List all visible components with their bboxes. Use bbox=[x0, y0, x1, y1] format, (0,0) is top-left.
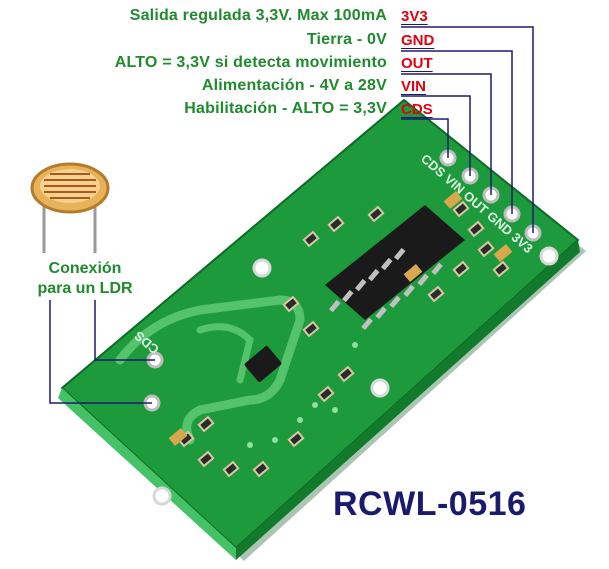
pin-desc-vin: Alimentación - 4V a 28V bbox=[201, 77, 387, 94]
pin-desc-out: ALTO = 3,3V si detecta movimiento bbox=[114, 54, 387, 71]
ldr-photoresistor-icon bbox=[30, 162, 110, 253]
ldr-label-line1: Conexión bbox=[48, 260, 122, 277]
leader-line-out bbox=[401, 73, 492, 195]
leader-line-ldr-pin1 bbox=[94, 300, 155, 361]
pin-desc-3v3: Salida regulada 3,3V. Max 100mA bbox=[129, 7, 387, 24]
pin-desc-gnd: Tierra - 0V bbox=[306, 31, 387, 48]
pin-name-3v3: 3V3 bbox=[401, 8, 428, 25]
mounting-hole bbox=[152, 486, 172, 506]
ldr-label-line2: para un LDR bbox=[37, 280, 133, 297]
leader-lines bbox=[49, 26, 534, 404]
model-name: RCWL-0516 bbox=[333, 485, 527, 523]
tantalum-caps bbox=[168, 191, 513, 446]
antenna-trace bbox=[115, 295, 305, 445]
mounting-hole bbox=[252, 258, 272, 278]
leader-line-gnd bbox=[401, 50, 513, 214]
pin-name-out: OUT bbox=[401, 55, 433, 72]
pcb-edge-right bbox=[236, 240, 580, 560]
leader-line-3v3 bbox=[401, 26, 534, 233]
pin-name-vin: VIN bbox=[401, 78, 427, 95]
ic-chip bbox=[325, 205, 465, 331]
leader-line-ldr-pin2 bbox=[49, 300, 152, 404]
leader-line-vin bbox=[401, 95, 471, 176]
mounting-hole bbox=[370, 378, 390, 398]
pin-name-cds: CDS bbox=[401, 101, 433, 118]
smd-components bbox=[177, 200, 510, 478]
mounting-hole bbox=[539, 246, 559, 266]
vias bbox=[247, 342, 358, 448]
pin-name-gnd: GND bbox=[401, 32, 435, 49]
transistor bbox=[244, 345, 282, 383]
leader-line-cds bbox=[401, 118, 449, 158]
pcb-edge bbox=[58, 388, 236, 560]
pin-desc-cds: Habilitación - ALTO = 3,3V bbox=[184, 100, 387, 117]
antenna-trace-inner bbox=[196, 323, 254, 384]
